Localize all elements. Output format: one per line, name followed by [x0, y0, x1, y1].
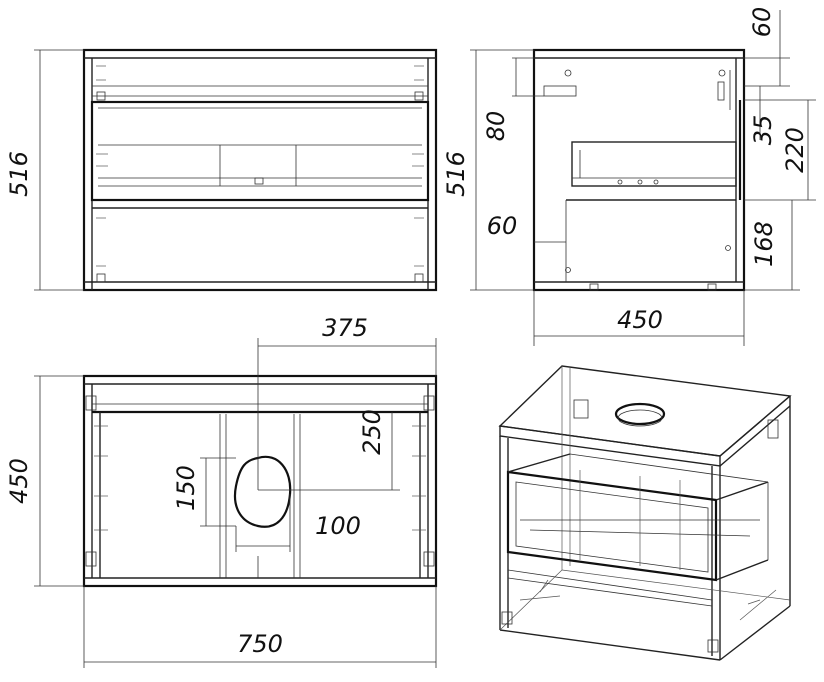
plan-view: 450 375 250 150 100 750: [5, 314, 438, 668]
dim-hole-drop: 80: [482, 111, 510, 142]
dim-hole-height: 150: [172, 465, 200, 511]
dim-hole-center-x: 375: [322, 314, 368, 342]
isometric-view: [498, 365, 792, 661]
dim-lower-height: 168: [750, 221, 778, 267]
dim-hole-center-y: 250: [358, 409, 386, 455]
dim-depth: 450: [617, 306, 663, 334]
dim-side-height: 516: [442, 151, 470, 197]
dim-side-inset: 60: [487, 212, 518, 240]
dim-hole-width: 100: [315, 512, 361, 540]
front-view: 516: [5, 48, 438, 292]
dim-front-height: 516: [5, 151, 33, 197]
dim-top-offset: 60: [748, 7, 776, 38]
side-view: 516 80 60 60 35 220 168 450: [442, 7, 816, 346]
dim-drawer-gap: 35: [749, 115, 777, 146]
dim-drawer-zone: 220: [781, 127, 809, 173]
dim-width: 750: [237, 630, 283, 658]
dim-plan-depth: 450: [5, 458, 33, 504]
